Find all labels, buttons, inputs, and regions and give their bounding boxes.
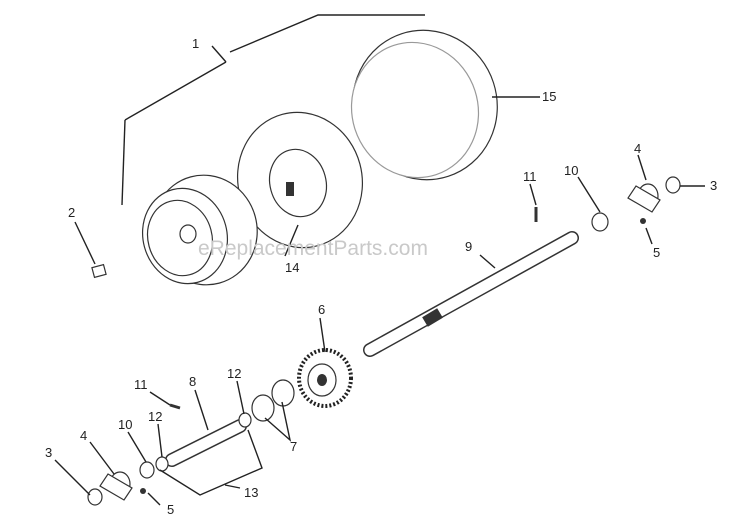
rim[interactable] (132, 163, 269, 296)
callout-4-left: 4 (80, 428, 87, 443)
callout-5-right: 5 (653, 245, 660, 260)
callout-2: 2 (68, 205, 75, 220)
callout-9: 9 (465, 239, 472, 254)
callout-4-right: 4 (634, 141, 641, 156)
short-shaft[interactable] (165, 419, 247, 467)
callouts: 1 2 3 3 4 4 5 5 6 7 8 9 10 10 11 11 12 1… (45, 36, 717, 517)
axle-shaft[interactable] (363, 231, 579, 357)
valve-stem (286, 182, 294, 196)
callout-15: 15 (542, 89, 556, 104)
callout-10-right: 10 (564, 163, 578, 178)
ring-left[interactable] (87, 488, 103, 506)
callout-5-left: 5 (167, 502, 174, 517)
callout-6: 6 (318, 302, 325, 317)
callout-13: 13 (244, 485, 258, 500)
washer-a[interactable] (271, 379, 295, 407)
pin-left[interactable] (169, 403, 181, 410)
callout-8: 8 (189, 374, 196, 389)
callout-11-right: 11 (523, 169, 537, 184)
callout-7: 7 (290, 439, 297, 454)
callout-3-left: 3 (45, 445, 52, 460)
gear[interactable] (297, 348, 353, 408)
screw-left[interactable] (140, 488, 146, 494)
spacer-right[interactable] (238, 412, 252, 428)
screw-right[interactable] (640, 218, 646, 224)
callout-3-right: 3 (710, 178, 717, 193)
spacer-left[interactable] (155, 456, 169, 472)
tire[interactable] (333, 11, 516, 198)
hub-left[interactable] (99, 471, 133, 501)
valve-part[interactable] (91, 263, 107, 279)
ring-right[interactable] (665, 176, 681, 194)
callout-10-left: 10 (118, 417, 132, 432)
washer-b[interactable] (251, 394, 275, 422)
callout-12-upper: 12 (227, 366, 241, 381)
watermark: eReplacementParts.com (198, 237, 428, 260)
bearing-left[interactable] (139, 461, 155, 479)
callout-14: 14 (285, 260, 299, 275)
hub-right[interactable] (627, 183, 661, 213)
leader-lines (54, 14, 705, 506)
callout-12-lower: 12 (148, 409, 162, 424)
callout-11-left: 11 (134, 377, 148, 392)
bearing-right[interactable] (591, 212, 609, 232)
callout-1: 1 (192, 36, 199, 51)
